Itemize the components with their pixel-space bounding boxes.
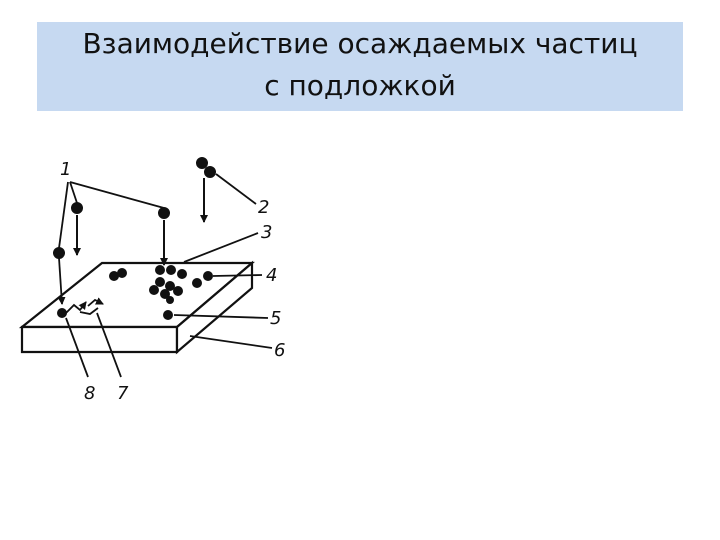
label-7: 7 bbox=[117, 383, 129, 404]
label-8: 8 bbox=[84, 383, 95, 404]
label-3: 3 bbox=[261, 222, 272, 243]
diagram-labels: 1 2 3 4 5 6 7 8 bbox=[60, 159, 285, 404]
slide-title-line-2: с подложкой bbox=[264, 69, 456, 102]
label-2: 2 bbox=[258, 197, 269, 218]
title-box: Взаимодействие осаждаемых частиц с подло… bbox=[37, 22, 683, 111]
label-1: 1 bbox=[60, 159, 71, 180]
slide-title-line-1: Взаимодействие осаждаемых частиц bbox=[82, 27, 638, 60]
falling-particles bbox=[53, 157, 216, 266]
substrate bbox=[18, 260, 255, 355]
label-6: 6 bbox=[274, 340, 285, 361]
migration-paths bbox=[65, 297, 104, 315]
label-4: 4 bbox=[266, 265, 277, 286]
surface-particles bbox=[57, 265, 213, 320]
label-5: 5 bbox=[270, 308, 281, 329]
leader-lines bbox=[57, 173, 273, 378]
